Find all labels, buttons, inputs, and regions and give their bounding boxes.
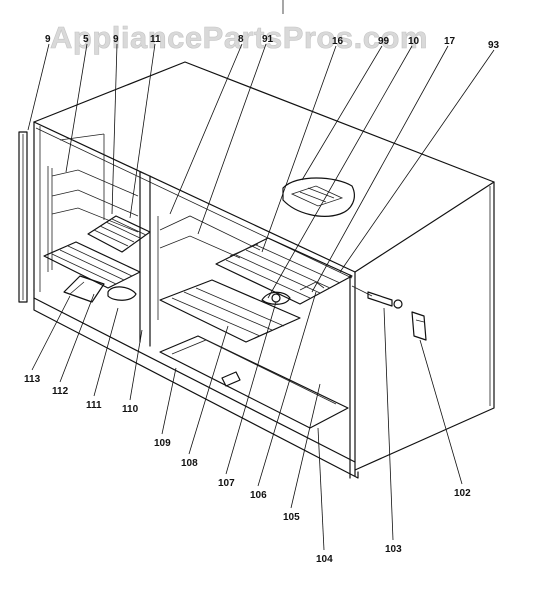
cutaway-coil (282, 177, 355, 217)
cabinet-shell (33, 61, 495, 479)
callout-105: 105 (283, 512, 300, 523)
callout-9-mid: 9 (113, 34, 119, 45)
callout-102: 102 (454, 488, 471, 499)
callout-107: 107 (218, 478, 235, 489)
callout-93: 93 (488, 40, 500, 51)
callout-9-left: 9 (45, 34, 51, 45)
callout-11: 11 (150, 34, 161, 45)
callout-111: 111 (86, 400, 102, 411)
callout-104: 104 (316, 554, 333, 565)
callout-106: 106 (250, 490, 267, 501)
leader-lines (27, 43, 495, 551)
callout-103: 103 (385, 544, 402, 555)
callout-112: 112 (52, 386, 69, 397)
callout-109: 109 (154, 438, 171, 449)
callout-16: 16 (332, 36, 344, 47)
callout-99: 99 (378, 36, 390, 47)
callout-17: 17 (444, 36, 456, 47)
watermark-text: AppliancePartsPros.com (50, 20, 428, 55)
callout-91: 91 (262, 34, 274, 45)
callout-110: 110 (122, 404, 139, 415)
door-hinge-bar (18, 131, 28, 303)
callout-10: 10 (408, 36, 420, 47)
left-compartment (43, 166, 151, 303)
callout-8: 8 (238, 34, 244, 45)
thermostat-assembly (351, 285, 427, 341)
callout-labels: 9 5 9 11 8 91 16 99 10 17 93 113 112 111… (24, 34, 500, 565)
callout-113: 113 (24, 374, 41, 385)
callout-5: 5 (83, 34, 89, 45)
right-compartment (157, 215, 353, 429)
callout-108: 108 (181, 458, 198, 469)
